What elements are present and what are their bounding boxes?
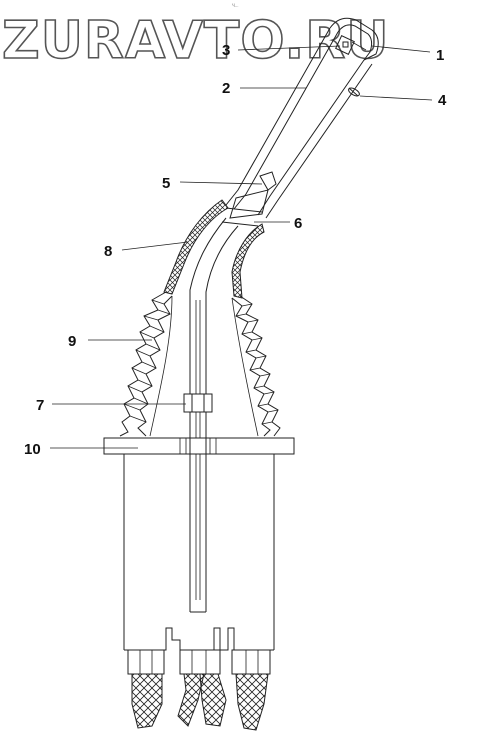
cable-left bbox=[127, 649, 165, 729]
lever-rod bbox=[225, 17, 379, 219]
cable-right bbox=[231, 649, 271, 731]
large-boot bbox=[119, 291, 281, 437]
leader-lines bbox=[50, 45, 433, 449]
shaft-clamp bbox=[183, 393, 213, 413]
callout-2: 2 bbox=[222, 80, 230, 97]
cable-center bbox=[177, 649, 227, 727]
callout-6: 6 bbox=[294, 215, 302, 232]
lower-housing bbox=[123, 454, 275, 651]
mounting-flange bbox=[103, 437, 295, 455]
callout-4: 4 bbox=[438, 92, 447, 109]
callout-3: 3 bbox=[222, 42, 230, 59]
small-boot bbox=[163, 199, 265, 299]
callout-7: 7 bbox=[36, 397, 44, 414]
lever-stop-pin bbox=[348, 87, 360, 97]
top-mark: Ч... bbox=[232, 3, 239, 8]
callout-9: 9 bbox=[68, 333, 76, 350]
watermark: ZURAVTO.RU bbox=[2, 11, 389, 71]
callout-8: 8 bbox=[104, 243, 112, 260]
inner-shaft bbox=[189, 217, 239, 613]
upper-bushing bbox=[221, 171, 277, 227]
callout-1: 1 bbox=[436, 47, 444, 64]
callout-5: 5 bbox=[162, 175, 170, 192]
lever-latch bbox=[335, 35, 367, 55]
callout-10: 10 bbox=[24, 441, 41, 458]
